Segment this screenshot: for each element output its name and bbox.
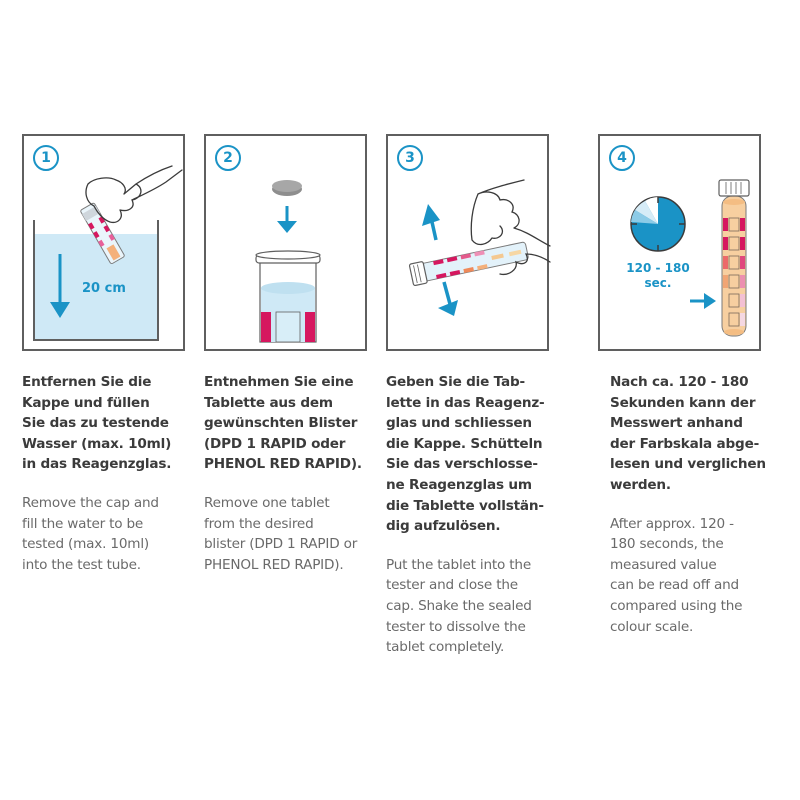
depth-label: 20 cm <box>82 281 126 296</box>
step-4-instructions: Nach ca. 120 - 180 Sekunden kann der Mes… <box>610 372 790 637</box>
step-1-instructions: Entfernen Sie die Kappe und füllen Sie d… <box>22 372 202 575</box>
german-instruction: Entfernen Sie die Kappe und füllen Sie d… <box>22 374 172 473</box>
english-instruction: Remove the cap and fill the water to be … <box>22 494 159 573</box>
hand-dipping-tube-illustration: 20 cm <box>33 165 183 341</box>
timer-icon <box>630 196 686 252</box>
tablet-into-tube-illustration <box>255 180 321 343</box>
step-1-illustration-panel: 20 cm 1 <box>22 134 185 351</box>
step-number-badge: 3 <box>397 145 423 171</box>
timer-and-tube-illustration: 120 - 180 sec. <box>626 179 750 337</box>
english-instruction: After approx. 120 - 180 seconds, the mea… <box>610 515 743 635</box>
timer-unit-label: sec. <box>645 276 672 290</box>
german-instruction: Geben Sie die Tab- lette in das Reagenz-… <box>386 374 545 535</box>
english-instruction: Remove one tablet from the desired blist… <box>204 494 358 573</box>
step-number-badge: 4 <box>609 145 635 171</box>
step-4-illustration-panel: 120 - 180 sec. 4 <box>598 134 761 351</box>
english-instruction: Put the tablet into the tester and close… <box>386 556 532 656</box>
german-instruction: Nach ca. 120 - 180 Sekunden kann der Mes… <box>610 374 766 493</box>
step-3-instructions: Geben Sie die Tab- lette in das Reagenz-… <box>386 372 566 658</box>
step-2-instructions: Entnehmen Sie eine Tablette aus dem gewü… <box>204 372 384 575</box>
german-instruction: Entnehmen Sie eine Tablette aus dem gewü… <box>204 374 362 473</box>
shaking-tube-illustration <box>408 179 551 316</box>
step-number-badge: 1 <box>33 145 59 171</box>
step-3-illustration-panel: 3 <box>386 134 551 351</box>
step-2-illustration-panel: 2 <box>204 134 367 351</box>
timer-range-label: 120 - 180 <box>626 261 689 275</box>
step-number-badge: 2 <box>215 145 241 171</box>
